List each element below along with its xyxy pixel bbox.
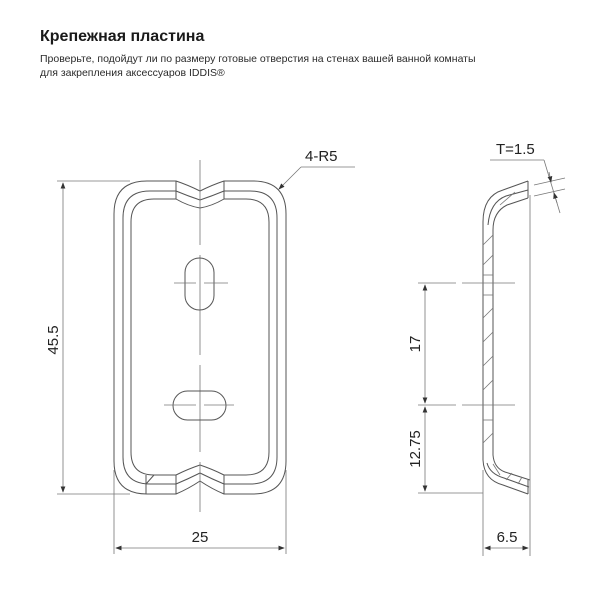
description-line-1: Проверьте, подойдут ли по размеру готовы… — [40, 53, 476, 65]
bottom-offset-dimension: 12.75 — [407, 430, 424, 468]
height-dimension: 45.5 — [45, 325, 62, 354]
front-view: 4-R5 45.5 25 — [45, 148, 355, 554]
horizontal-slot — [172, 390, 227, 421]
description-line-2: для закрепления аксессуаров IDDIS® — [40, 67, 225, 79]
width-dimension: 25 — [192, 529, 209, 546]
page-description: Проверьте, подойдут ли по размеру готовы… — [40, 52, 580, 80]
radius-callout: 4-R5 — [305, 148, 338, 165]
vertical-slot — [184, 257, 215, 311]
side-view: 17 12.75 6.5 T=1.5 — [407, 141, 566, 556]
page-title: Крепежная пластина — [40, 28, 205, 45]
depth-dimension: 6.5 — [497, 529, 518, 546]
thickness-callout: T=1.5 — [496, 141, 535, 158]
hole-spacing-dimension: 17 — [407, 336, 424, 353]
